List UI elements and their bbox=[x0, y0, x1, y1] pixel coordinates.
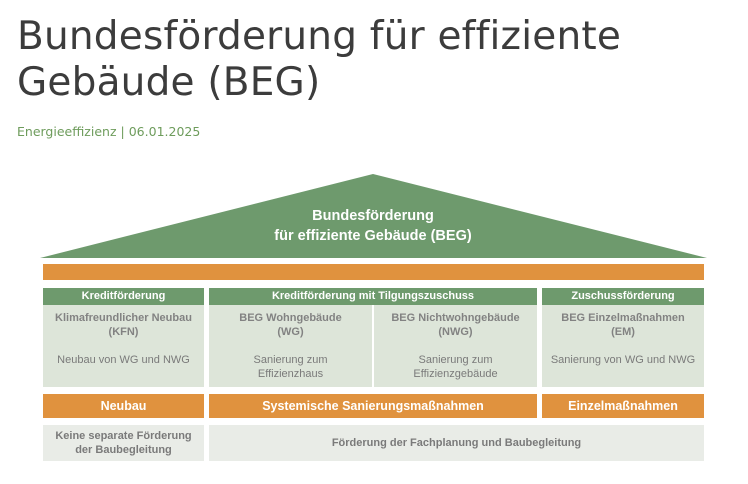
column-title: BEG Nichtwohngebäude bbox=[391, 312, 520, 324]
footer-line: Keine separate Förderung bbox=[55, 430, 192, 442]
column-abbrev: (WG) bbox=[277, 326, 304, 338]
panel-em bbox=[542, 305, 704, 387]
column-desc-line: Sanierung zum bbox=[253, 354, 328, 366]
footer-funding: Förderung der Fachplanung und Baubegleit… bbox=[209, 425, 704, 461]
column-wg-title: BEG Wohngebäude (WG) bbox=[209, 311, 372, 339]
panel-kfn bbox=[43, 305, 204, 387]
column-nwg: BEG Nichtwohngebäude (NWG) Sanierung zum… bbox=[374, 305, 537, 387]
column-title: Klimafreundlicher Neubau bbox=[55, 312, 192, 324]
category-link[interactable]: Energieeffizienz bbox=[17, 124, 117, 139]
publish-date: 06.01.2025 bbox=[128, 124, 201, 139]
column-abbrev: (NWG) bbox=[438, 326, 473, 338]
column-desc-line: Neubau von WG und NWG bbox=[57, 354, 190, 366]
footer-no-funding: Keine separate Förderung der Baubegleitu… bbox=[43, 425, 204, 461]
column-em-desc: Sanierung von WG und NWG bbox=[542, 353, 704, 367]
footer-line: der Baubegleitung bbox=[75, 444, 172, 456]
column-title: BEG Wohngebäude bbox=[239, 312, 342, 324]
column-desc-line: Sanierung zum bbox=[418, 354, 493, 366]
roof-title-line-1: Bundesförderung bbox=[312, 208, 434, 224]
header-kreditfoerderung: Kreditförderung bbox=[43, 288, 204, 305]
column-wg: BEG Wohngebäude (WG) Sanierung zum Effiz… bbox=[209, 305, 372, 387]
page-title-line-1: Bundesförderung für effiziente bbox=[17, 14, 622, 59]
infographic-roof bbox=[40, 174, 707, 258]
orange-beam bbox=[43, 264, 704, 280]
column-em-title: BEG Einzelmaßnahmen (EM) bbox=[542, 311, 704, 339]
page-title-line-2: Gebäude (BEG) bbox=[17, 60, 321, 105]
category-systemisch: Systemische Sanierungsmaßnahmen bbox=[209, 394, 537, 418]
roof-title: Bundesförderung für effiziente Gebäude (… bbox=[200, 206, 546, 246]
column-divider bbox=[372, 305, 374, 387]
page-title: Bundesförderung für effiziente Gebäude (… bbox=[17, 14, 717, 106]
column-em: BEG Einzelmaßnahmen (EM) Sanierung von W… bbox=[542, 305, 704, 387]
roof-shape bbox=[40, 174, 707, 258]
column-kfn-title: Klimafreundlicher Neubau (KFN) bbox=[43, 311, 204, 339]
header-zuschussfoerderung: Zuschussförderung bbox=[542, 288, 704, 305]
column-abbrev: (KFN) bbox=[108, 326, 139, 338]
column-nwg-title: BEG Nichtwohngebäude (NWG) bbox=[374, 311, 537, 339]
column-nwg-desc: Sanierung zum Effizienzgebäude bbox=[374, 353, 537, 381]
category-neubau: Neubau bbox=[43, 394, 204, 418]
column-wg-desc: Sanierung zum Effizienzhaus bbox=[209, 353, 372, 381]
category-einzel: Einzelmaßnahmen bbox=[542, 394, 704, 418]
column-desc-line: Effizienzgebäude bbox=[413, 368, 498, 380]
article-meta: Energieeffizienz|06.01.2025 bbox=[17, 124, 200, 139]
column-kfn: Klimafreundlicher Neubau (KFN) Neubau vo… bbox=[43, 305, 204, 387]
column-desc-line: Sanierung von WG und NWG bbox=[550, 354, 696, 366]
roof-title-line-2: für effiziente Gebäude (BEG) bbox=[274, 228, 472, 244]
column-title: BEG Einzelmaßnahmen bbox=[561, 312, 685, 324]
column-abbrev: (EM) bbox=[611, 326, 635, 338]
header-kredit-tilgung: Kreditförderung mit Tilgungszuschuss bbox=[209, 288, 537, 305]
column-kfn-desc: Neubau von WG und NWG bbox=[43, 353, 204, 367]
column-desc-line: Effizienzhaus bbox=[257, 368, 324, 380]
meta-separator: | bbox=[120, 124, 125, 139]
